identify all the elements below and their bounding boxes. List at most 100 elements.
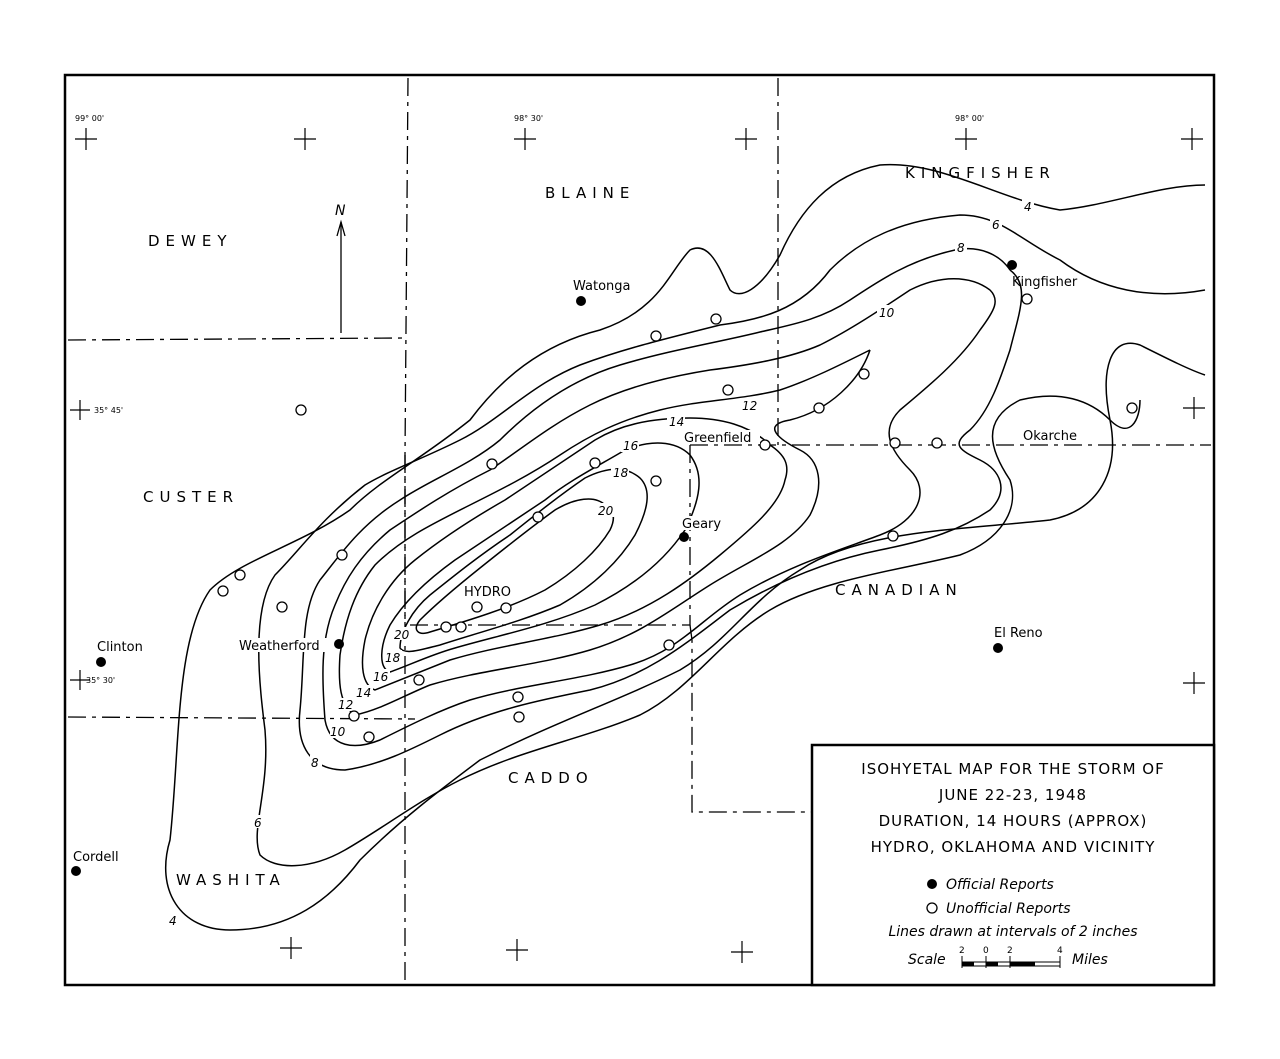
official-station-kingfisher [1007,260,1017,270]
scale-units: Miles [1072,952,1108,968]
scale-bar [961,956,1061,968]
town-label-weatherford: Weatherford [239,639,320,654]
unofficial-station [413,674,425,686]
unofficial-station [295,404,307,416]
unofficial-station [663,639,675,651]
isohyet-label-4-ne: 4 [1024,200,1032,214]
town-label-kingfisher: Kingfisher [1012,275,1078,290]
legend-title-line3: DURATION, 14 HOURS (APPROX) [879,812,1148,830]
legend-title-line4: HYDRO, OKLAHOMA AND VICINITY [871,838,1156,856]
unofficial-station [217,585,229,597]
isohyet-18 [399,468,648,653]
unofficial-station [363,731,375,743]
official-station-el-reno [993,643,1003,653]
official-station-geary [679,532,689,542]
isohyet-label-14-sw: 14 [356,686,371,700]
isohyet-label-6-sw: 6 [254,816,262,830]
unofficial-station [500,602,512,614]
unofficial-station [722,384,734,396]
isohyet-label-8-ne: 8 [957,241,965,255]
scale-tick-0: 0 [983,946,989,956]
legend-title-line1: ISOHYETAL MAP FOR THE STORM OF [861,760,1164,778]
isohyet-label-8-sw: 8 [311,756,319,770]
unofficial-station [589,457,601,469]
unofficial-station [276,601,288,613]
unofficial-station [234,569,246,581]
north-arrow: N [335,203,346,333]
graticule-crosses [70,128,1205,963]
scale-tick-2: 2 [1007,946,1013,956]
town-label-okarche: Okarche [1023,429,1077,444]
map-frame [63,73,1216,987]
unofficial-station [650,330,662,342]
legend-official-symbol [927,879,937,889]
unofficial-station [710,313,722,325]
isohyet-label-18-ne: 18 [613,466,629,480]
isohyet-8 [298,248,1023,771]
isohyet-contours [165,163,1206,931]
legend-unofficial-symbol [926,902,938,914]
unofficial-station [532,511,544,523]
unofficial-station [931,437,943,449]
isohyet-label-10-ne: 10 [879,306,895,320]
town-label-cordell: Cordell [73,850,119,865]
unofficial-station [440,621,452,633]
county-label-custer: CUSTER [143,488,239,506]
isohyet-label-20-sw: 20 [394,628,410,642]
isohyet-label-16-sw: 16 [373,670,389,684]
unofficial-station [858,368,870,380]
isohyet-label-12-sw: 12 [338,698,353,712]
unofficial-station [336,549,348,561]
legend-title-line2: JUNE 22-23, 1948 [938,786,1087,804]
town-label-hydro: HYDRO [464,585,511,600]
county-label-kingfisher: KINGFISHER [905,164,1056,182]
unofficial-station [513,711,525,723]
unofficial-station [887,530,899,542]
county-label-blaine: BLAINE [545,184,635,202]
unofficial-station [813,402,825,414]
lat-label-35-45: 35° 45' [94,406,123,415]
isohyet-label-16-ne: 16 [623,439,639,453]
county-label-caddo: CADDO [508,769,594,787]
isohyet-label-18-sw: 18 [385,651,401,665]
official-station-clinton [96,657,106,667]
unofficial-station [512,691,524,703]
isohyet-label-12-ne: 12 [742,399,757,413]
legend-interval-note: Lines drawn at intervals of 2 inches [888,924,1137,940]
north-arrow-label: N [335,203,346,219]
scale-label: Scale [908,952,946,968]
isohyet-16 [381,442,700,673]
official-station-cordell [71,866,81,876]
isohyet-4 [165,163,1206,931]
unofficial-station [471,601,483,613]
unofficial-stations [217,293,1138,743]
legend-unofficial-label: Unofficial Reports [946,901,1071,917]
town-label-el-reno: El Reno [994,626,1043,641]
unofficial-station [455,621,467,633]
isohyet-label-10-sw: 10 [330,725,346,739]
unofficial-station [348,710,360,722]
official-station-weatherford [334,639,344,649]
lon-label-98-00: 98° 00' [955,114,984,123]
unofficial-station [1126,402,1138,414]
legend-official-label: Official Reports [946,877,1054,893]
official-station-watonga [576,296,586,306]
county-label-dewey: DEWEY [148,232,233,250]
isohyet-10 [322,278,996,747]
town-label-greenfield: Greenfield [684,431,751,446]
isohyet-label-14-ne: 14 [669,415,684,429]
isohyet-label-4-sw: 4 [169,914,177,928]
unofficial-station [1021,293,1033,305]
town-label-geary: Geary [682,517,721,532]
unofficial-station [759,439,771,451]
lon-label-99-00: 99° 00' [75,114,104,123]
scale-tick-4: 4 [1057,946,1063,956]
official-stations [71,260,1017,876]
scale-tick-2-left: 2 [959,946,965,956]
isohyet-label-6-ne: 6 [992,218,1000,232]
town-label-watonga: Watonga [573,279,631,294]
unofficial-station [486,458,498,470]
county-label-canadian: CANADIAN [835,581,963,599]
unofficial-station [889,437,901,449]
